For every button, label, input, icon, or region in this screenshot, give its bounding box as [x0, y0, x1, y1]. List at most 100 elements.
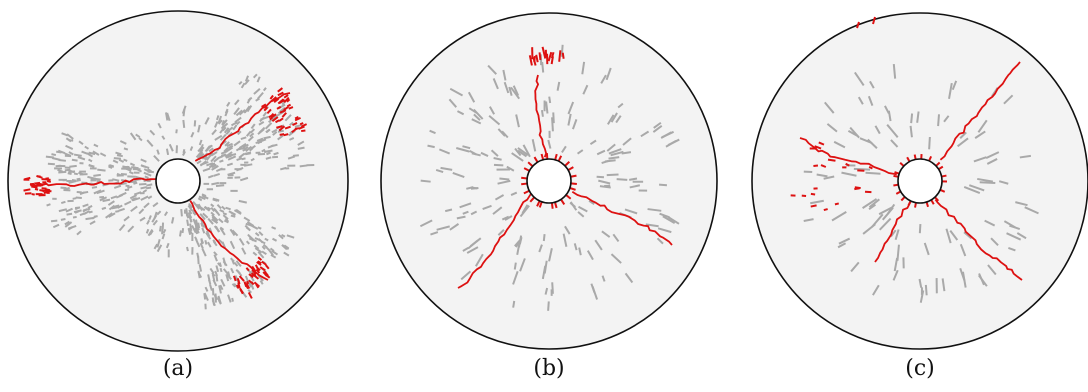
minor-crack — [890, 139, 899, 148]
minor-crack — [224, 141, 230, 147]
minor-crack — [522, 144, 531, 158]
minor-crack — [226, 162, 233, 167]
minor-crack — [180, 208, 183, 217]
minor-crack — [89, 220, 96, 225]
minor-crack — [979, 181, 996, 185]
main-crack-fragment — [814, 145, 822, 150]
minor-crack — [61, 132, 69, 137]
minor-crack — [892, 269, 899, 281]
minor-crack — [493, 163, 504, 167]
minor-crack — [210, 211, 215, 217]
minor-crack — [198, 264, 203, 272]
minor-crack — [244, 75, 249, 82]
main-crack-tick — [906, 156, 911, 163]
main-crack-tick — [529, 196, 536, 203]
minor-crack — [657, 227, 672, 234]
minor-crack — [887, 110, 892, 122]
minor-crack — [865, 171, 881, 175]
main-crack-fragment — [266, 108, 272, 115]
main-crack-fragment — [856, 21, 860, 29]
minor-crack — [226, 142, 233, 147]
minor-crack — [46, 203, 51, 207]
minor-crack — [194, 227, 198, 235]
minor-crack — [273, 151, 279, 156]
main-crack-fragment — [259, 266, 266, 272]
minor-crack — [998, 180, 1009, 185]
main-crack-tick — [930, 199, 935, 205]
minor-crack — [66, 133, 74, 140]
minor-crack — [600, 74, 607, 84]
minor-crack — [92, 150, 100, 156]
minor-crack — [207, 241, 212, 248]
minor-crack — [238, 238, 245, 246]
minor-crack — [941, 278, 946, 292]
minor-crack — [88, 210, 93, 214]
main-crack-fragment — [300, 123, 308, 128]
minor-crack — [146, 139, 154, 147]
main-crack-fragment — [23, 188, 31, 192]
minor-crack — [868, 198, 880, 208]
minor-crack — [560, 44, 564, 57]
minor-crack — [146, 186, 152, 190]
minor-crack — [810, 199, 824, 205]
main-crack — [29, 177, 157, 187]
minor-crack — [823, 175, 835, 180]
minor-crack — [968, 184, 985, 192]
minor-crack — [211, 129, 217, 136]
minor-crack — [601, 275, 606, 282]
minor-crack — [501, 130, 509, 139]
main-crack-fragment — [277, 91, 284, 97]
minor-crack — [438, 148, 451, 155]
minor-crack — [131, 166, 139, 170]
minor-crack — [253, 244, 260, 250]
minor-crack — [182, 150, 186, 156]
minor-crack — [540, 109, 544, 117]
main-crack-fragment — [278, 125, 286, 132]
minor-crack — [590, 283, 596, 294]
minor-crack — [211, 164, 219, 171]
minor-crack — [610, 150, 624, 157]
minor-crack — [165, 242, 170, 249]
minor-crack — [204, 205, 210, 212]
minor-crack — [514, 147, 522, 157]
minor-crack — [57, 168, 64, 173]
main-crack-tick — [554, 153, 558, 161]
minor-crack — [188, 209, 193, 215]
minor-crack — [212, 216, 217, 221]
minor-crack — [85, 217, 94, 221]
minor-crack — [125, 184, 130, 188]
minor-crack — [869, 80, 875, 89]
minor-crack — [243, 163, 253, 167]
minor-crack — [156, 149, 160, 155]
minor-crack — [74, 210, 80, 214]
minor-crack — [548, 96, 552, 104]
minor-crack — [978, 274, 988, 287]
minor-crack — [88, 163, 94, 168]
minor-crack — [58, 158, 67, 162]
minor-crack — [544, 287, 549, 295]
minor-crack — [502, 69, 507, 81]
minor-crack — [542, 233, 546, 242]
minor-crack — [945, 228, 952, 244]
minor-crack — [249, 132, 255, 138]
minor-crack — [258, 231, 264, 237]
minor-crack — [531, 139, 537, 152]
main-crack-fragment — [248, 273, 254, 279]
minor-crack — [250, 157, 255, 162]
minor-crack — [211, 163, 217, 169]
minor-crack — [497, 229, 505, 236]
minor-crack — [608, 148, 622, 155]
minor-crack — [245, 240, 250, 245]
minor-crack — [247, 135, 254, 142]
minor-crack — [456, 215, 466, 220]
minor-crack — [244, 145, 249, 151]
minor-crack — [283, 244, 290, 250]
minor-crack — [97, 168, 106, 172]
main-crack-fragment — [34, 181, 41, 185]
main-crack-fragment — [558, 50, 562, 62]
minor-crack — [196, 205, 201, 210]
minor-crack — [235, 109, 243, 117]
minor-crack — [66, 212, 73, 216]
minor-crack — [140, 158, 147, 163]
